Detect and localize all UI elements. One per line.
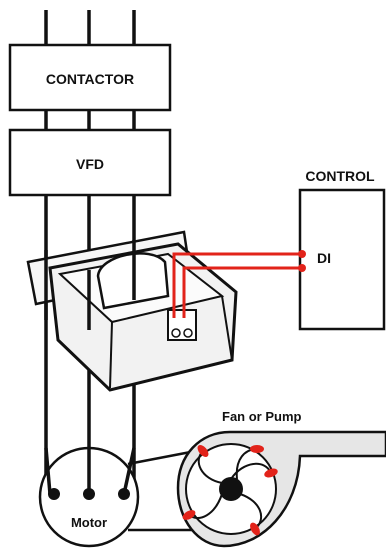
fan-impeller: [182, 445, 278, 536]
di-terminal-2: [298, 264, 306, 272]
vfd-box: [8, 128, 172, 197]
control-box: [298, 188, 386, 331]
motor-lead-3: [122, 447, 136, 495]
blade-tip-4: [197, 445, 209, 457]
lines-through-sensor: [44, 240, 136, 330]
fan-or-pump-label: Fan or Pump: [222, 409, 302, 424]
signal-wires: [172, 252, 302, 318]
signal-wire-2: [182, 266, 302, 318]
fan-hub: [219, 477, 243, 501]
di-terminal-1: [298, 250, 306, 258]
sensor-edge: [109, 321, 113, 389]
control-label: CONTROL: [305, 168, 375, 184]
signal-wire-1: [172, 252, 302, 318]
current-sensor: [26, 230, 238, 392]
motor-terminal-3: [118, 488, 130, 500]
blade-tip-2: [250, 522, 260, 536]
blade-tip-1: [264, 468, 278, 478]
blade-tip-3: [182, 510, 196, 520]
contactor-label: CONTACTOR: [46, 71, 134, 87]
blade-tip-5: [250, 445, 264, 453]
motor-terminal-1: [48, 488, 60, 500]
motor-lead-1: [44, 447, 52, 495]
motor-label: Motor: [71, 515, 107, 530]
terminal-screw-2: [183, 328, 193, 338]
vfd-label: VFD: [76, 156, 104, 172]
sensor-edge-right: [221, 295, 233, 361]
di-label: DI: [317, 250, 331, 266]
motor-terminal-2: [83, 488, 95, 500]
contactor-box: [8, 43, 172, 112]
terminal-screw-1: [171, 328, 181, 338]
